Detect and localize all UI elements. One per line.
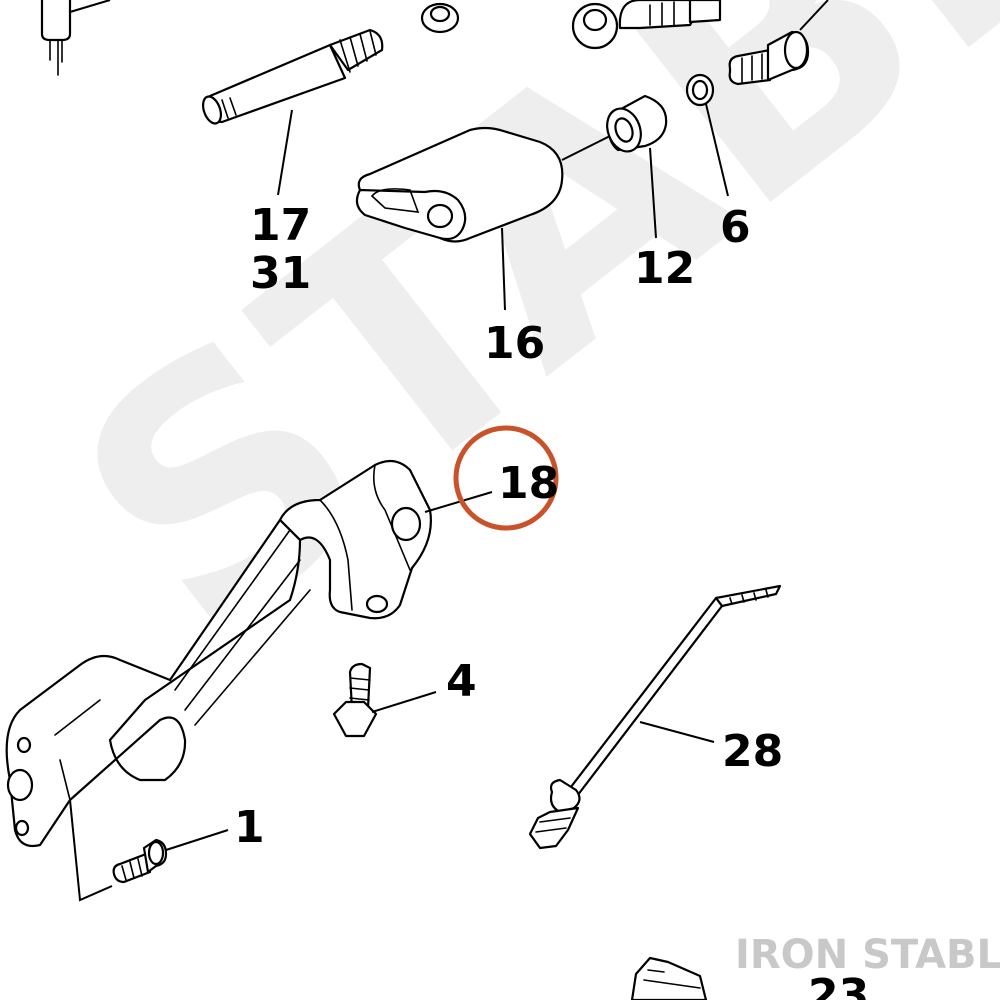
leader-12 [649, 147, 657, 239]
part-1-cap-screw [112, 838, 168, 884]
leader-28 [639, 721, 715, 743]
leader-16 [501, 227, 506, 311]
connector-line-16-12 [561, 134, 613, 161]
part-6-lock-washer [685, 73, 715, 107]
part-top-cap-screw [728, 0, 829, 86]
part-18-bracket-arm [5, 459, 432, 848]
part-17-stud [201, 28, 384, 125]
part-top-left-fragment [40, 0, 111, 76]
callout-17: 17 [250, 200, 311, 251]
callout-12: 12 [634, 243, 695, 294]
leader-17 [277, 109, 293, 196]
callout-28: 28 [722, 726, 783, 777]
callout-6: 6 [720, 202, 751, 253]
callout-23: 23 [808, 970, 869, 1000]
part-28-cable-tie [528, 584, 782, 850]
callout-18: 18 [498, 458, 559, 509]
callout-1: 1 [234, 802, 265, 853]
leader-6 [705, 103, 729, 197]
callout-4: 4 [446, 656, 477, 707]
part-12-bushing [606, 94, 668, 153]
part-23-connector [630, 956, 708, 1000]
part-top-washer-left [420, 2, 460, 34]
part-4-hex-bolt [332, 662, 378, 738]
leader-1 [165, 829, 229, 851]
callout-31: 31 [250, 248, 311, 299]
callout-16: 16 [484, 318, 545, 369]
highlight-circle-18 [453, 425, 559, 531]
leader-4 [371, 691, 437, 713]
part-top-washer-right [571, 0, 722, 50]
part-16-guard-block [355, 126, 564, 243]
leader-bracket-1 [69, 799, 113, 902]
leader-18 [424, 491, 493, 513]
brand-label: IRON STABLE [735, 932, 1000, 978]
